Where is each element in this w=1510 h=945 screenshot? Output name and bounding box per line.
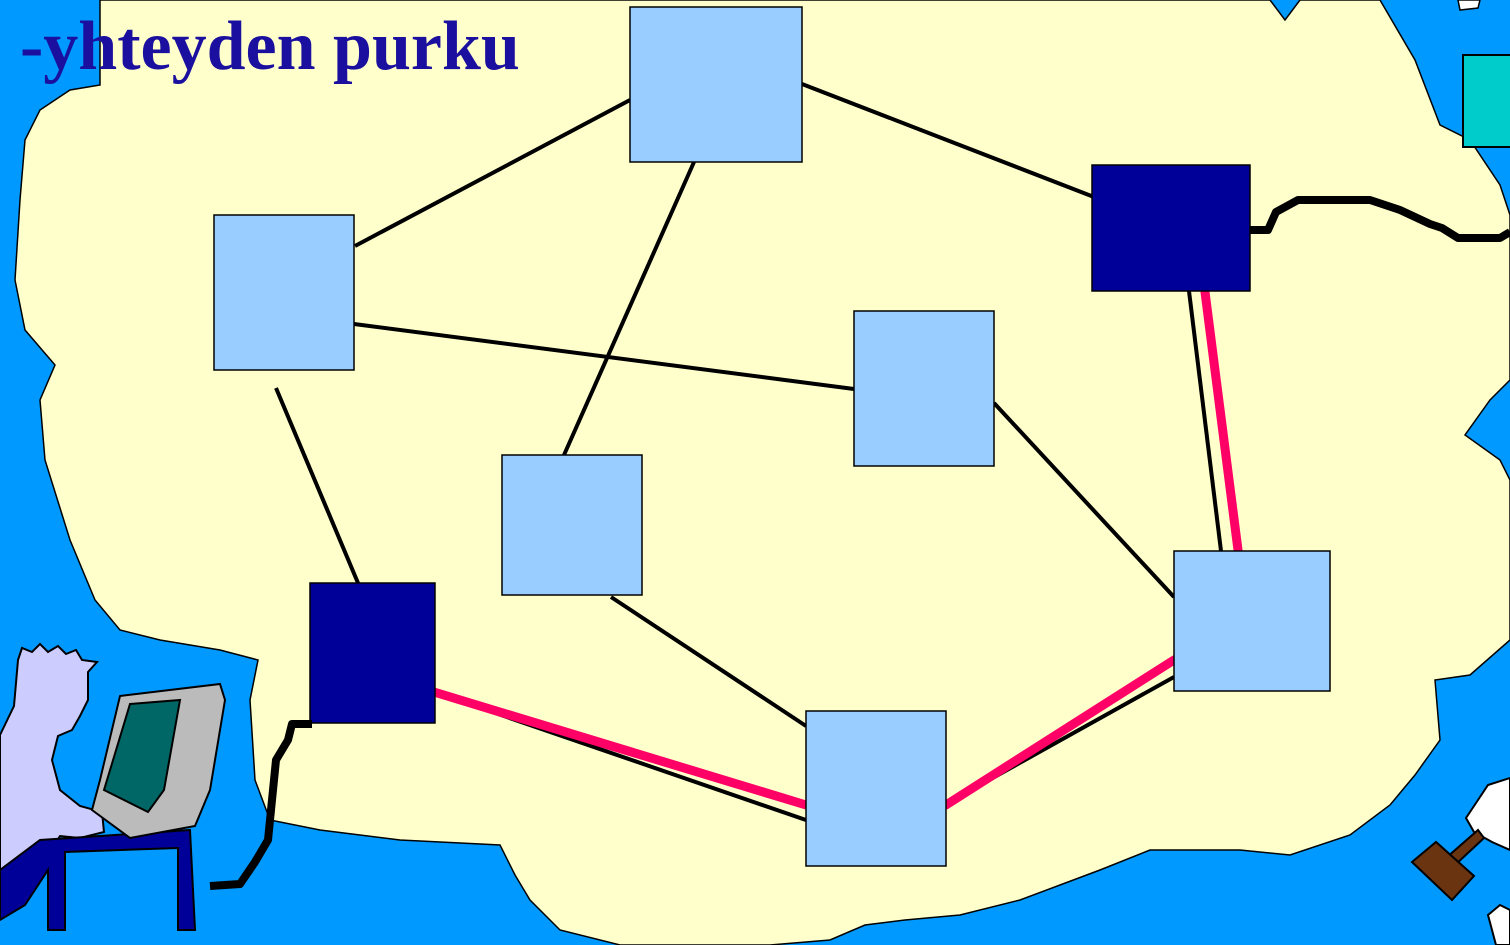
link-top-to-center [562,161,696,456]
link-left-to-endpoint-left [274,387,360,584]
cable-right [1250,196,1510,242]
hammer-icon [1410,776,1510,945]
node-right [1173,550,1331,692]
link-left-to-center-right [353,322,855,391]
node-left [213,214,355,371]
node-top [629,6,803,163]
node-endpoint-left [309,582,436,724]
released-connection-segment [941,655,1179,810]
node-center [501,454,643,596]
link-top-to-left [354,98,631,248]
link-center-right-to-right [992,401,1176,599]
link-center-to-bottom-center [609,595,808,728]
slide-title: -yhteyden purku [20,8,520,85]
released-connection-segment [429,687,811,810]
remote-computer-icon [1457,0,1510,148]
link-endpoint-right-to-right [1187,290,1223,552]
released-connection-segment [1200,287,1243,555]
node-center-right [853,310,995,467]
user-at-computer-icon [0,642,227,931]
node-bottom-center [805,710,947,867]
node-endpoint-right [1091,164,1251,292]
cable-left [209,720,312,890]
link-top-to-endpoint-right [801,82,1095,199]
